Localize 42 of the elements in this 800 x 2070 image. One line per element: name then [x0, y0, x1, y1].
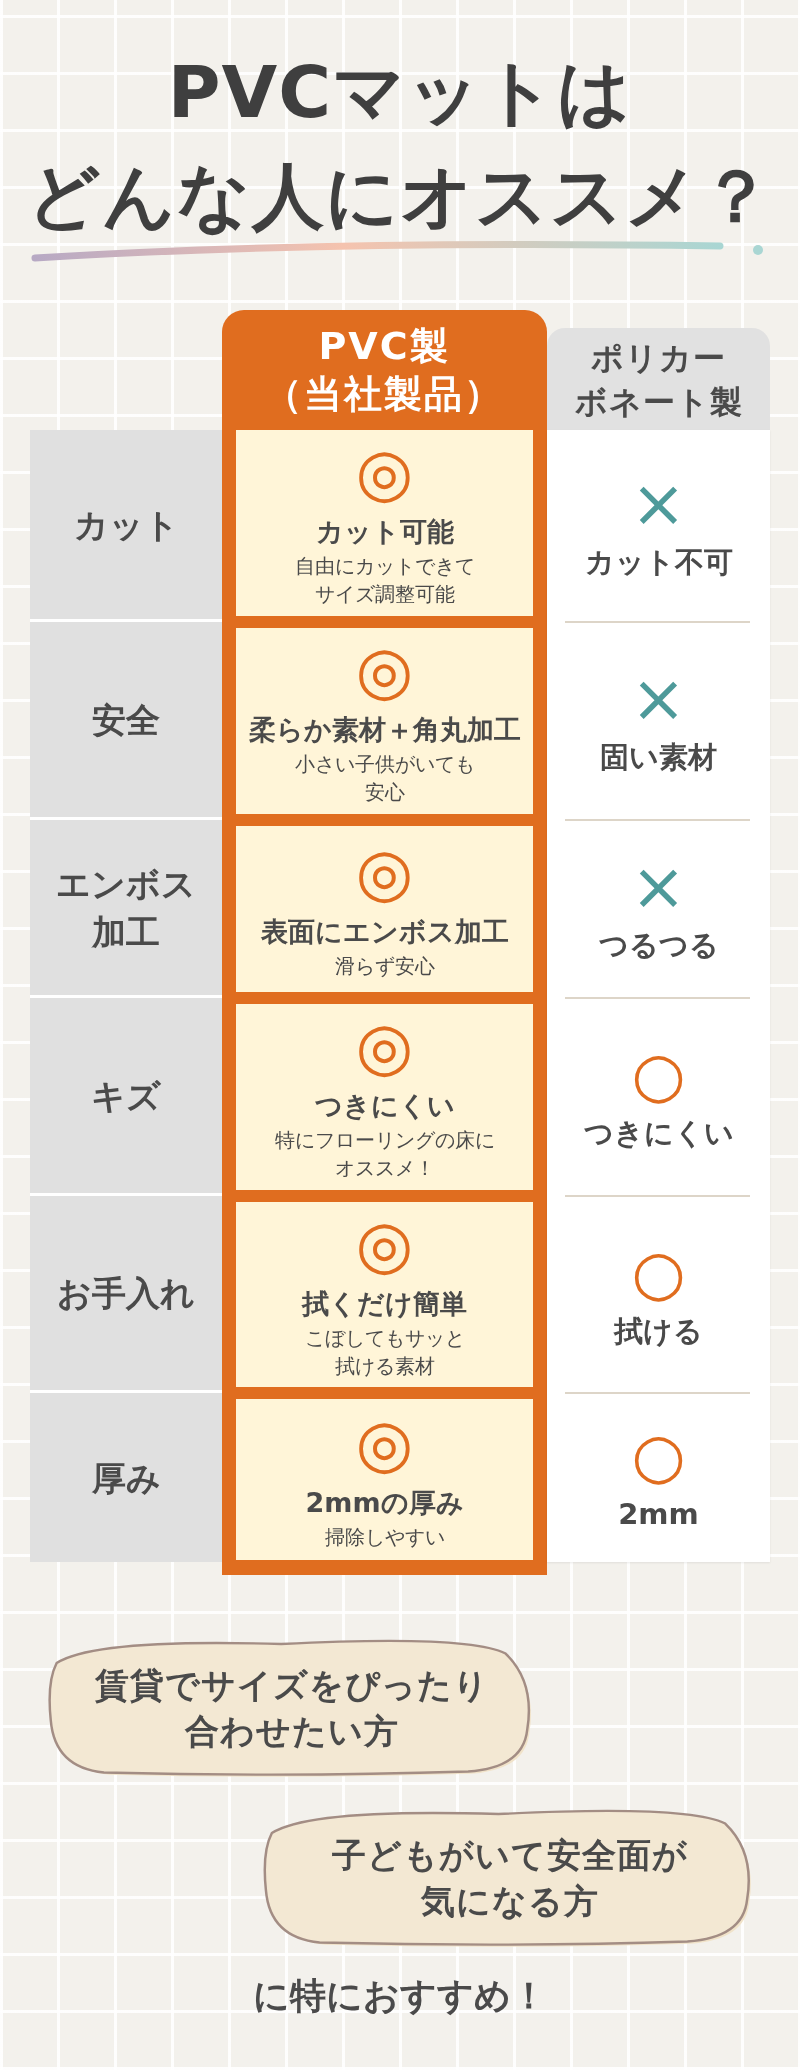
- note-text: 掃除しやすい: [324, 1523, 445, 1551]
- note-text: こぼしてもサッと拭ける素材: [303, 1324, 466, 1380]
- feature-text: つきにくい: [314, 1089, 455, 1123]
- row-header: お手入れ: [30, 1196, 222, 1393]
- rating-mark: ◎: [355, 636, 414, 706]
- bubble-text: 子どもがいて安全面が気になる方: [331, 1833, 689, 1923]
- feature-text: 拭ける: [614, 1312, 703, 1350]
- note-text: 自由にカットできてサイズ調整可能: [293, 553, 476, 608]
- bubble-text: 賃貸でサイズをぴったり合わせたい方: [95, 1663, 490, 1753]
- feature-text: カット不可: [584, 544, 733, 581]
- feature-text: 2mmの厚み: [305, 1485, 464, 1520]
- row-header: 厚み: [30, 1393, 222, 1562]
- rating-mark: ◎: [355, 838, 414, 908]
- rating-mark: ○: [631, 1420, 686, 1491]
- row-header: エンボス加工: [30, 820, 222, 998]
- feature-text: 固い素材: [600, 739, 717, 776]
- feature-text: 2mm: [618, 1495, 699, 1533]
- rating-mark: ◎: [355, 1012, 414, 1082]
- rating-mark: ×: [630, 852, 687, 922]
- feature-text: つきにくい: [583, 1115, 734, 1152]
- feature-text: 拭くだけ簡単: [302, 1286, 467, 1321]
- rating-mark: ◎: [355, 1209, 414, 1280]
- column-header: PVC製（当社製品）: [263, 323, 505, 418]
- rating-mark: ◎: [355, 1408, 414, 1479]
- feature-text: つるつる: [598, 927, 719, 964]
- note-text: 滑らず安心: [334, 953, 435, 980]
- feature-text: カット可能: [315, 515, 454, 549]
- title: PVCマットはどんな人にオススメ？: [26, 49, 774, 240]
- note-text: 小さい子供がいても安心: [293, 751, 476, 806]
- row-header: キズ: [30, 998, 222, 1196]
- row-header: カット: [30, 430, 222, 622]
- row-header: 安全: [30, 622, 222, 820]
- note-text: 特にフローリングの床にオススメ！: [273, 1127, 496, 1182]
- note-text: に特におすすめ！: [252, 1974, 548, 2018]
- rating-mark: ×: [630, 664, 687, 734]
- feature-text: 表面にエンボス加工: [260, 915, 509, 949]
- feature-text: 柔らか素材＋角丸加工: [248, 713, 521, 747]
- rating-mark: ○: [631, 1040, 686, 1110]
- rating-mark: ×: [630, 469, 687, 539]
- column-header: ポリカーボネート製: [547, 328, 770, 430]
- rating-mark: ○: [631, 1237, 686, 1308]
- rating-mark: ◎: [355, 438, 414, 508]
